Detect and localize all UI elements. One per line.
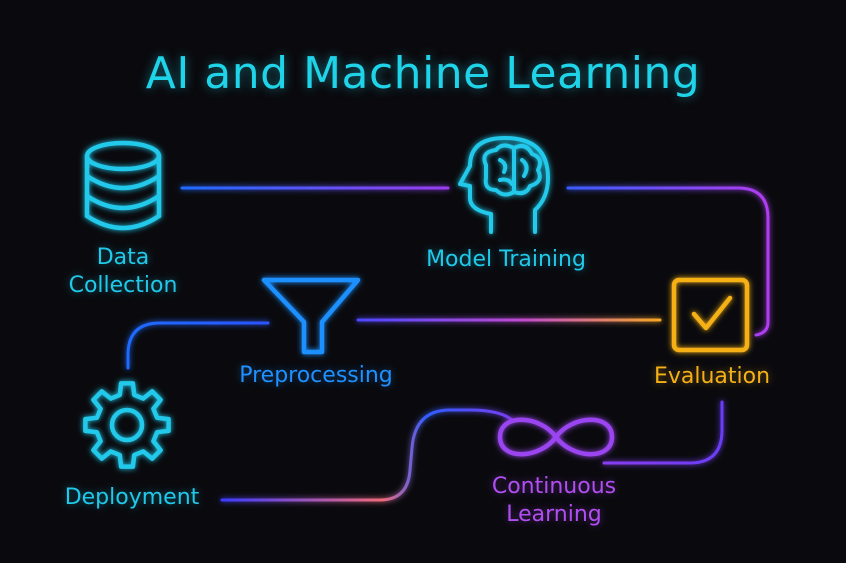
connector-preprocessing-deployment [126,321,270,370]
label-deployment: Deployment [64,485,200,510]
connector-training-evaluation [566,186,770,337]
label-model-training: Model Training [426,247,586,272]
label-continuous-learning: Continuous Learning [474,473,634,529]
label-evaluation: Evaluation [653,364,771,389]
label-continuous-learning-line1: Continuous [491,474,617,499]
label-preprocessing: Preprocessing [239,363,393,388]
label-data-collection-line2: Collection [68,273,178,298]
label-data-collection: Data Collection [48,244,198,300]
connector-continuous-evaluation [602,400,724,465]
connector-deployment-continuous [220,408,514,502]
label-data-collection-line1: Data [96,245,150,270]
page-title: AI and Machine Learning [145,48,701,99]
label-continuous-learning-line2: Learning [506,502,602,527]
